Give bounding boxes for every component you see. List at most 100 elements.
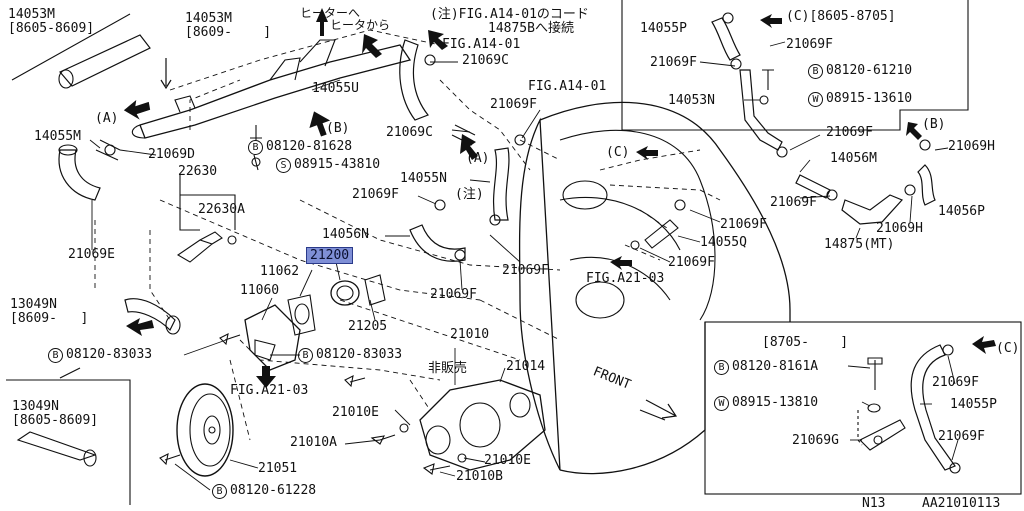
label-21069f-6[interactable]: 21069F [770, 195, 817, 210]
label-21010a[interactable]: 21010A [290, 435, 337, 450]
label-11062[interactable]: 11062 [260, 264, 300, 279]
s-marker-icon: S [276, 158, 291, 173]
b-marker-icon: B [808, 64, 823, 79]
label-14053m-b[interactable]: 14053M [185, 11, 232, 26]
label-fig-a14-01-b[interactable]: FIG.A14-01 [528, 79, 607, 94]
hose-14055m [58, 149, 101, 201]
label-21205[interactable]: 21205 [348, 319, 388, 334]
label-a-left[interactable]: (A) [95, 111, 119, 126]
label-fig-a14-01-a[interactable]: FIG.A14-01 [442, 37, 521, 52]
label-21010b[interactable]: 21010B [456, 469, 503, 484]
label-14055m[interactable]: 14055M [34, 129, 81, 144]
label-21010e-1[interactable]: 21010E [332, 405, 379, 420]
label-21051[interactable]: 21051 [258, 461, 298, 476]
label-14055p-top[interactable]: 14055P [640, 21, 687, 36]
pipe-14053n [739, 69, 783, 151]
label-13049n-a-range: [8609- ] [10, 311, 89, 326]
label-c-inset[interactable]: (C) [996, 341, 1020, 356]
hose-14056p [917, 164, 936, 206]
hose-14055p-top [711, 17, 741, 61]
label-21069c-2[interactable]: 21069C [386, 125, 433, 140]
label-a-mid[interactable]: (A) [466, 151, 490, 166]
label-n13: N13 [862, 496, 886, 511]
label-21069f-4[interactable]: 21069F [826, 125, 873, 140]
label-b-right[interactable]: (B) [922, 117, 946, 132]
label-13049n-b-range: [8605-8609] [12, 413, 99, 428]
hose-14056m [795, 174, 831, 199]
label-14055q[interactable]: 14055Q [700, 235, 747, 250]
b-marker-icon: B [248, 140, 263, 155]
water-pump-21010 [419, 379, 546, 471]
label-note-mark: (注) [455, 187, 484, 202]
label-14055u[interactable]: 14055U [312, 81, 359, 96]
label-note2: 14875Bへ接続 [488, 21, 574, 36]
diagram-code: AA21010113 [922, 496, 1001, 511]
label-21069f-8[interactable]: 21069F [668, 255, 715, 270]
label-21069f-2[interactable]: 21069F [650, 55, 697, 70]
label-22630a[interactable]: 22630A [198, 202, 245, 217]
hose-14055n [492, 147, 510, 221]
label-21069f-3[interactable]: 21069F [490, 97, 537, 112]
hose-14056n [409, 224, 466, 262]
frame-left-bottom [6, 379, 131, 505]
label-21069f-1[interactable]: 21069F [786, 37, 833, 52]
label-21069c-1[interactable]: 21069C [462, 53, 509, 68]
label-13049n-a[interactable]: 13049N [10, 297, 57, 312]
label-21069f-inset2[interactable]: 21069F [938, 429, 985, 444]
label-14053m-b-range: [8609- ] [185, 25, 272, 40]
label-11060[interactable]: 11060 [240, 283, 280, 298]
b-marker-icon: B [212, 484, 227, 499]
label-21069f-inset1[interactable]: 21069F [932, 375, 979, 390]
label-21069d[interactable]: 21069D [148, 147, 195, 162]
thermostat-21200 [330, 280, 360, 306]
hose-14055p-inset [910, 344, 956, 471]
label-21069f-9[interactable]: 21069F [502, 263, 549, 278]
label-21069g[interactable]: 21069G [792, 433, 839, 448]
label-14875mt[interactable]: 14875(MT) [824, 237, 895, 252]
label-22630[interactable]: 22630 [178, 164, 218, 179]
label-21069e[interactable]: 21069E [68, 247, 115, 262]
b-marker-icon: B [714, 360, 729, 375]
label-c-top[interactable]: (C)[8605-8705] [786, 9, 896, 24]
label-14053m-a[interactable]: 14053M [8, 7, 55, 22]
label-14053m-a-range: [8605-8609] [8, 21, 95, 36]
frame-top-right [621, 0, 969, 131]
label-14056m[interactable]: 14056M [830, 151, 877, 166]
label-c-mid[interactable]: (C) [606, 145, 630, 160]
label-13049n-b[interactable]: 13049N [12, 399, 59, 414]
label-21069h-2[interactable]: 21069H [876, 221, 923, 236]
label-21200[interactable]: 21200 [306, 247, 354, 264]
label-21010e-2[interactable]: 21010E [484, 453, 531, 468]
label-14056p[interactable]: 14056P [938, 204, 985, 219]
label-b-mid[interactable]: (B) [326, 121, 350, 136]
label-fig-a21-03-a[interactable]: FIG.A21-03 [586, 271, 665, 286]
label-21069f-10[interactable]: 21069F [430, 287, 477, 302]
label-21069f-5[interactable]: 21069F [352, 187, 399, 202]
label-14055p-inset[interactable]: 14055P [950, 397, 997, 412]
b-marker-icon: B [48, 348, 63, 363]
label-note: (注)FIG.A14-01のコード [430, 7, 589, 22]
pulley-21051 [176, 383, 234, 477]
label-21069f-7[interactable]: 21069F [720, 217, 767, 232]
w-marker-icon: W [808, 92, 823, 107]
label-21069h-1[interactable]: 21069H [948, 139, 995, 154]
w-marker-icon: W [714, 396, 729, 411]
label-21010[interactable]: 21010 [450, 327, 490, 342]
label-heater-to: ヒーターへ [300, 6, 361, 20]
thermostat-housing [244, 304, 301, 371]
label-14056n[interactable]: 14056N [322, 227, 369, 242]
label-fig-a21-03-b[interactable]: FIG.A21-03 [230, 383, 309, 398]
label-21014[interactable]: 21014 [506, 359, 546, 374]
label-14053n[interactable]: 14053N [668, 93, 715, 108]
label-14055n[interactable]: 14055N [400, 171, 447, 186]
